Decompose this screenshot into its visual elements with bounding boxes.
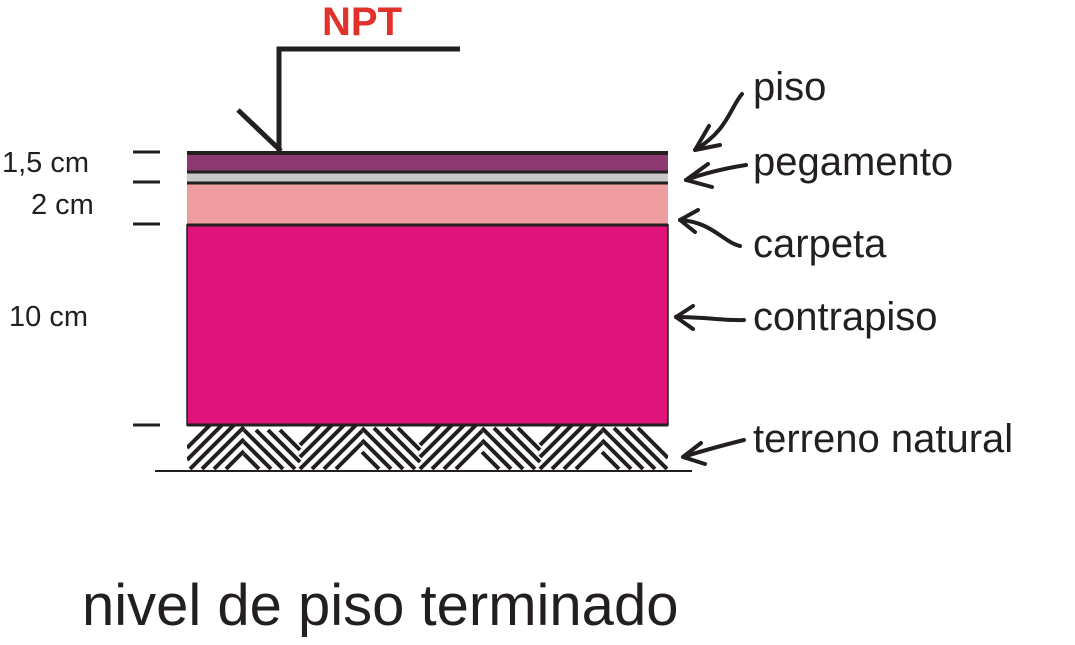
pegamento-arrow	[684, 162, 748, 189]
dimension-label-carpeta: 2 cm	[31, 189, 94, 221]
npt-level-marker	[236, 46, 460, 153]
contrapiso-arrow	[674, 304, 746, 331]
contrapiso-layer	[186, 224, 669, 426]
label-piso: piso	[753, 65, 827, 109]
piso-arrow	[693, 92, 744, 152]
floor-layers	[186, 151, 669, 427]
label-terreno-natural: terreno natural	[753, 417, 1014, 461]
carpeta-layer	[187, 183, 668, 225]
carpeta-arrow	[678, 208, 742, 248]
label-contrapiso: contrapiso	[753, 295, 938, 339]
label-pegamento: pegamento	[753, 140, 954, 184]
dimension-ticks	[133, 150, 160, 427]
pegamento-layer	[187, 172, 668, 183]
leader-arrows	[674, 92, 748, 466]
dimension-label-piso: 1,5 cm	[2, 147, 90, 179]
piso-layer	[187, 153, 668, 172]
terreno-arrow	[681, 438, 746, 466]
npt-label: NPT	[322, 0, 402, 44]
diagram-title: nivel de piso terminado	[82, 573, 679, 638]
label-carpeta: carpeta	[753, 222, 887, 266]
terreno-natural-hatch	[187, 425, 668, 471]
dimension-label-contrapiso: 10 cm	[9, 301, 88, 333]
